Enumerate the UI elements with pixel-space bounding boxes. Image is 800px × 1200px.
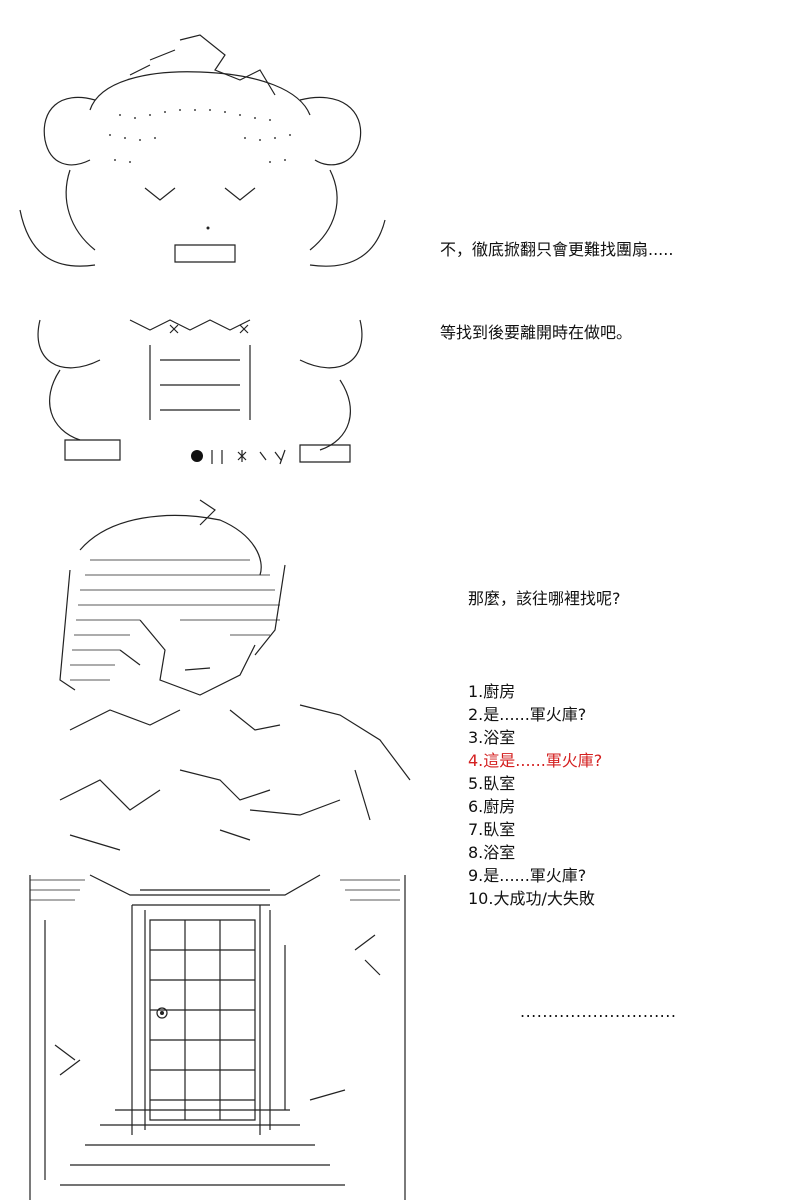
choice-question: 那麼，該往哪裡找呢? xyxy=(468,589,621,608)
choice-item: 10.大成功/大失敗 xyxy=(468,889,595,908)
choice-item: 8.浴室 xyxy=(468,843,516,862)
choice-item: 9.是......軍火庫? xyxy=(468,866,587,885)
doorway-scene-art xyxy=(29,874,406,1200)
choice-item: 7.臥室 xyxy=(468,820,516,839)
choice-item: 2.是......軍火庫? xyxy=(468,705,587,724)
choice-item: 6.廚房 xyxy=(468,797,516,816)
trailing-ellipsis: ............................ xyxy=(520,1002,677,1021)
dialogue-line-1: 不，徹底掀翻只會更難找團扇..... xyxy=(440,240,674,259)
choice-item: 4.這是......軍火庫? xyxy=(468,751,603,770)
character-closeup-art xyxy=(59,499,411,851)
bear-costume-character-art xyxy=(19,34,386,465)
bear-dialogue-block: 不，徹底掀翻只會更難找團扇..... 等找到後要離開時在做吧。 xyxy=(440,192,673,390)
choice-panel: 那麼，該往哪裡找呢? 1.廚房 2.是......軍火庫? 3.浴室 4.這是....… xyxy=(468,541,621,956)
choice-item: 3.浴室 xyxy=(468,728,516,747)
panel-bear-costume: 不，徹底掀翻只會更難找團扇..... 等找到後要離開時在做吧。 xyxy=(0,0,800,480)
choice-list: 1.廚房 2.是......軍火庫? 3.浴室 4.這是......軍火庫? 5.臥室 6… xyxy=(468,680,621,910)
panel-choice-list: 那麼，該往哪裡找呢? 1.廚房 2.是......軍火庫? 3.浴室 4.這是....… xyxy=(0,480,800,908)
panel-doorway: ............................ xyxy=(0,860,800,1200)
choice-item: 1.廚房 xyxy=(468,682,516,701)
choice-item: 5.臥室 xyxy=(468,774,516,793)
dialogue-line-2: 等找到後要離開時在做吧。 xyxy=(440,323,633,342)
